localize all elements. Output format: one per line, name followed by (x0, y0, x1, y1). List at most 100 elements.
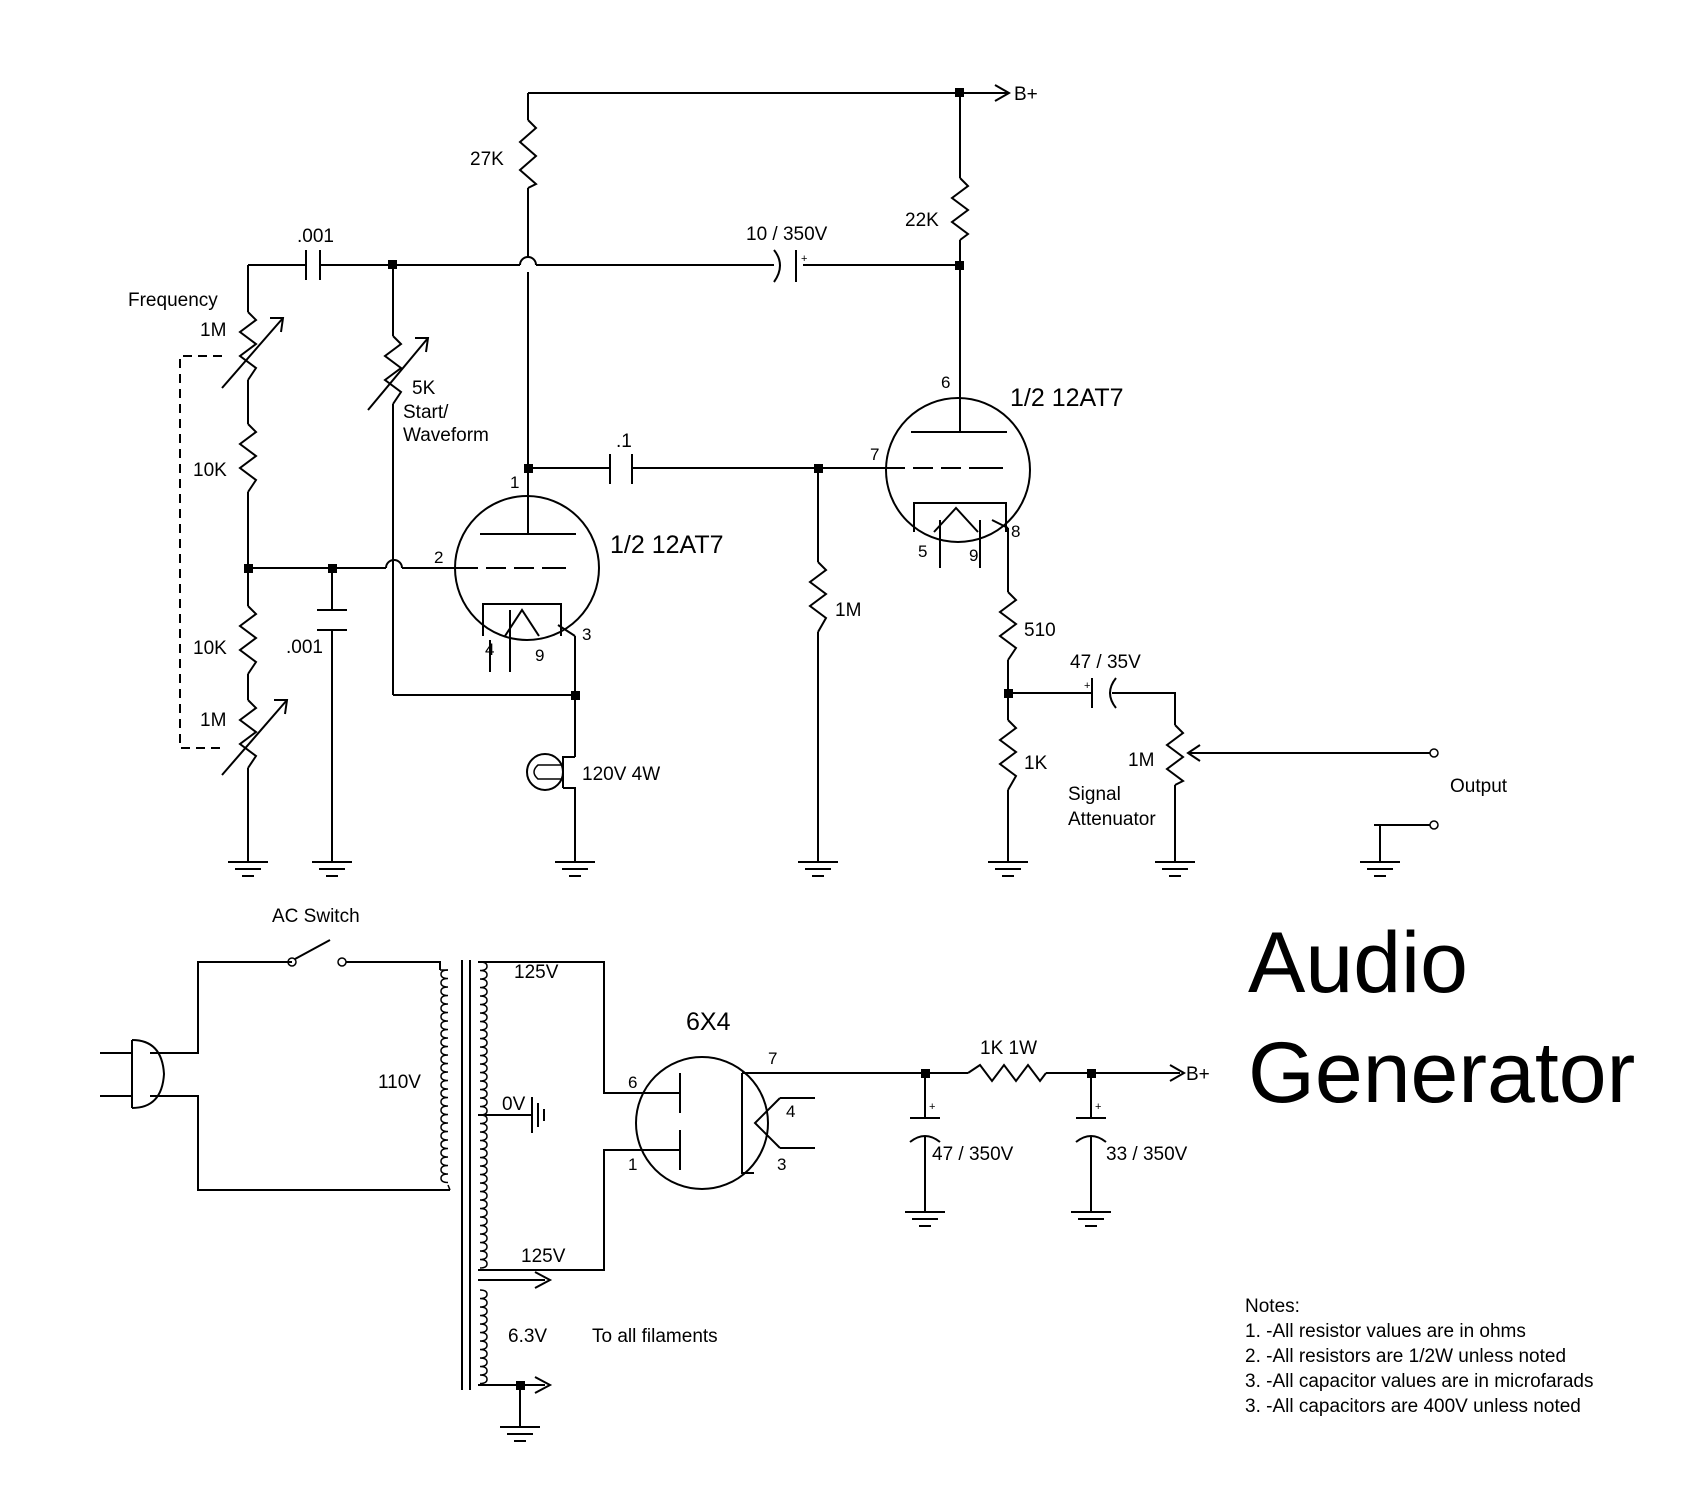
start-pot-value: 5K (412, 378, 436, 399)
resistor-10k-upper: 10K (193, 423, 258, 493)
title-line-2: Generator (1248, 1025, 1635, 1121)
svg-text:3: 3 (777, 1155, 786, 1174)
output-label: Output (1450, 776, 1508, 797)
capacitor-01: .1 (609, 431, 633, 484)
r22k-label: 22K (905, 210, 939, 231)
resistor-27k: 27K (470, 119, 538, 189)
svg-text:1: 1 (628, 1155, 637, 1174)
frequency-pot-lower: 1M (200, 699, 289, 776)
tube-12at7-a: 1/2 12AT7 1 2 3 4 9 (434, 468, 724, 672)
resistor-510: 510 (998, 591, 1056, 661)
capacitor-001-bottom: .001 (286, 568, 347, 658)
secondary-winding (479, 961, 488, 1269)
r1m-grid-label: 1M (835, 600, 861, 621)
svg-text:9: 9 (535, 646, 544, 665)
ac-plug (100, 961, 450, 1191)
junction-dots (244, 88, 1096, 1390)
r27k-label: 27K (470, 149, 504, 170)
svg-text:2: 2 (434, 548, 443, 567)
c001-top-label: .001 (297, 226, 334, 247)
primary-winding (440, 969, 449, 1184)
secondary-bottom-voltage: 125V (521, 1246, 566, 1267)
resistor-1k-1w: 1K 1W (967, 1038, 1047, 1083)
capacitor-47uf-35v: + 47 / 35V (1070, 652, 1141, 709)
bplus-top-arrow: B+ (994, 84, 1038, 105)
svg-text:5: 5 (918, 542, 927, 561)
primary-leads (440, 969, 451, 1191)
transformer-coils (440, 961, 488, 1385)
note-item: 3. -All capacitor values are in microfar… (1245, 1371, 1593, 1392)
c01-label: .1 (616, 431, 632, 452)
c47-350-label: 47 / 350V (932, 1144, 1014, 1165)
r1k1w-label: 1K 1W (980, 1038, 1037, 1059)
tube1-label: 1/2 12AT7 (610, 531, 724, 559)
freq-pot-b-label: 1M (200, 710, 226, 731)
note-item: 1. -All resistor values are in ohms (1245, 1321, 1526, 1342)
freq-pot-a-label: 1M (200, 320, 226, 341)
center-tap-voltage: 0V (502, 1094, 526, 1115)
frequency-label: Frequency (128, 290, 218, 311)
power-transformer: 110V 125V 0V 125V 6.3V To all filaments (378, 960, 718, 1427)
ac-switch: AC Switch (272, 906, 441, 970)
svg-text:6: 6 (628, 1073, 637, 1092)
bplus-top-label: B+ (1014, 84, 1038, 105)
c001-bottom-label: .001 (286, 637, 323, 658)
start-pot-label-2: Waveform (403, 425, 489, 446)
bplus-bottom-label: B+ (1186, 1064, 1210, 1085)
resistor-22k: 22K (905, 177, 970, 241)
svg-text:+: + (801, 253, 807, 265)
svg-text:7: 7 (870, 445, 879, 464)
rectifier-6x4: 6X4 6 1 7 4 3 (628, 1008, 926, 1190)
filament-voltage: 6.3V (508, 1326, 547, 1347)
svg-text:6: 6 (941, 373, 950, 392)
atten-pot-value: 1M (1128, 750, 1154, 771)
r10k-a-label: 10K (193, 460, 227, 481)
signal-attenuator-pot: 1M Signal Attenuator (1068, 724, 1201, 830)
svg-text:9: 9 (969, 546, 978, 565)
notes-block: Notes: 1. -All resistor values are in oh… (1245, 1296, 1593, 1417)
svg-text:8: 8 (1011, 522, 1020, 541)
start-waveform-pot: 5K Start/ Waveform (367, 335, 489, 446)
wiring (247, 92, 1430, 862)
title-line-1: Audio (1248, 915, 1468, 1011)
capacitor-47uf-350v: + 47 / 350V (909, 1073, 1014, 1212)
filament-note: To all filaments (592, 1326, 718, 1347)
lamp-label: 120V 4W (582, 764, 660, 785)
note-item: 2. -All resistors are 1/2W unless noted (1245, 1346, 1566, 1367)
r1k-label: 1K (1024, 753, 1048, 774)
svg-text:4: 4 (786, 1102, 795, 1121)
note-item: 3. -All capacitors are 400V unless noted (1245, 1396, 1581, 1417)
c10-label: 10 / 350V (746, 224, 828, 245)
r10k-b-label: 10K (193, 638, 227, 659)
title-block: Audio Generator (1248, 915, 1635, 1121)
capacitor-10uf-350v: + 10 / 350V (746, 224, 828, 283)
c33-350-label: 33 / 350V (1106, 1144, 1188, 1165)
resistor-1m-grid: 1M (808, 561, 861, 633)
rectifier-label: 6X4 (686, 1008, 731, 1036)
tube2-label: 1/2 12AT7 (1010, 384, 1124, 412)
bplus-supply-rail: B+ (926, 1064, 1210, 1085)
c47-35-label: 47 / 35V (1070, 652, 1141, 673)
lamp-120v-4w: 120V 4W (526, 753, 660, 791)
output-terminals: Output (1379, 748, 1508, 862)
svg-text:+: + (1084, 680, 1090, 692)
frequency-gang-link (179, 355, 222, 749)
tube-12at7-b: 1/2 12AT7 6 7 8 5 9 (870, 373, 1124, 568)
capacitor-001-top: .001 (297, 226, 334, 280)
atten-label-1: Signal (1068, 784, 1121, 805)
svg-text:4: 4 (485, 640, 494, 659)
svg-text:7: 7 (768, 1049, 777, 1068)
capacitor-33uf-350v: + 33 / 350V (1075, 1073, 1188, 1212)
filament-winding (479, 1289, 488, 1385)
secondary-top-voltage: 125V (514, 962, 559, 983)
resistor-10k-lower: 10K (193, 605, 258, 675)
svg-text:3: 3 (582, 625, 591, 644)
start-pot-label-1: Start/ (403, 402, 449, 423)
ac-switch-label: AC Switch (272, 906, 360, 927)
primary-voltage: 110V (378, 1072, 421, 1093)
atten-label-2: Attenuator (1068, 809, 1156, 830)
ground-symbols (228, 861, 1400, 1442)
resistor-1k: 1K (998, 719, 1048, 791)
svg-text:+: + (1095, 1101, 1101, 1113)
